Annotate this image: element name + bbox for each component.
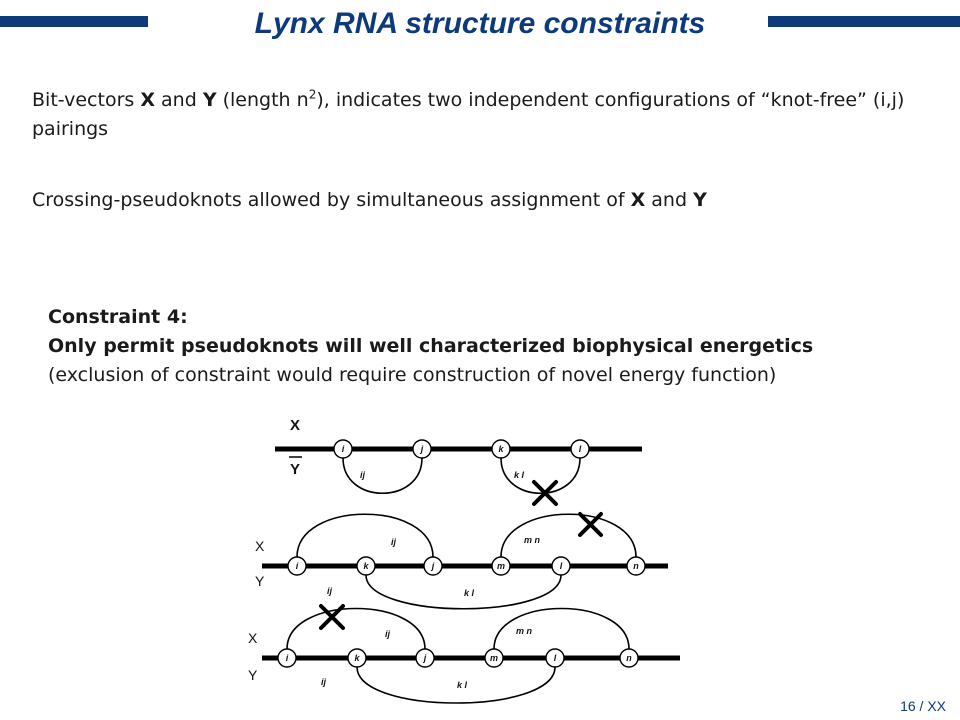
d3-node-label-5: l	[554, 653, 557, 663]
d3-arc-label-y-ij: ij	[321, 677, 327, 687]
d3-y-label: Y	[248, 667, 258, 683]
d3-arc-label-x-mn: m n	[516, 626, 533, 636]
d1-x-label: X	[290, 417, 300, 434]
p1-text-f: ), indicates two independent configurati…	[32, 89, 905, 140]
d3-node-label-1: i	[286, 653, 289, 663]
d2-x-label: X	[255, 538, 265, 554]
d3-arc-label-x-ij: ij	[385, 629, 391, 639]
d3-arc-x-mn	[493, 607, 630, 650]
d3-node-label-2: k	[354, 653, 360, 663]
d2-arc-label-y-ij: ij	[327, 586, 333, 596]
d2-node-3	[423, 556, 443, 576]
p2-text-c: and	[645, 189, 694, 211]
d3-node-4	[484, 648, 504, 668]
d2-node-label-4: m	[497, 561, 505, 571]
d2-node-2	[356, 556, 376, 576]
p1-text-e: (length n	[216, 89, 309, 111]
d1-node-2	[412, 439, 432, 459]
constraint-line2: (exclusion of constraint would require c…	[48, 364, 777, 386]
d2-node-label-2: k	[363, 561, 369, 571]
d3-node-1	[277, 648, 297, 668]
d2-node-label-6: n	[633, 561, 639, 571]
d3-node-label-3: j	[423, 653, 427, 663]
d1-arc-ij	[342, 457, 423, 495]
d1-node-3	[491, 439, 511, 459]
p1-y: Y	[202, 89, 217, 111]
d2-node-label-5: l	[560, 561, 563, 571]
slide-title: Lynx RNA structure constraints	[254, 7, 706, 40]
d1-node-label-4: l	[579, 444, 582, 454]
paragraph-bit-vectors: Bit-vectors X and Y (length n2), indicat…	[32, 86, 932, 144]
d2-node-label-3: j	[431, 561, 435, 571]
d3-node-label-6: n	[626, 653, 632, 663]
p1-text-c: and	[154, 89, 203, 111]
d2-arc-label-x-mn: m n	[524, 535, 541, 545]
d2-arc-x-mn	[500, 513, 637, 558]
paragraph-crossing: Crossing-pseudoknots allowed by simultan…	[32, 186, 932, 215]
d3-node-2	[347, 648, 367, 668]
d1-arc-label-kl: k l	[514, 470, 525, 480]
constraint-block: Constraint 4: Only permit pseudoknots wi…	[48, 303, 928, 390]
d2-y-label: Y	[255, 573, 265, 589]
d1-node-4	[570, 439, 590, 459]
d1-y-label: Y	[290, 461, 300, 478]
p2-text-a: Crossing-pseudoknots allowed by simultan…	[32, 189, 631, 211]
d1-node-label-1: i	[342, 444, 345, 454]
d2-arc-label-y-kl: k l	[464, 588, 475, 598]
d2-arc-label-x-ij: ij	[391, 537, 397, 547]
p2-x: X	[630, 189, 646, 211]
header-rule-right	[768, 16, 960, 27]
d3-arc-x-ij	[286, 607, 426, 650]
d3-arc-label-y-kl: k l	[457, 680, 468, 690]
d2-node-1	[287, 556, 307, 576]
d3-node-5	[545, 648, 565, 668]
constraint-line1: Only permit pseudoknots will well charac…	[48, 335, 814, 357]
constraint-heading: Constraint 4:	[48, 306, 188, 328]
d1-node-1	[333, 439, 353, 459]
p1-text-a: Bit-vectors	[32, 89, 141, 111]
d2-arc-x-ij	[296, 513, 434, 558]
page-number: 16 / XX	[900, 698, 946, 714]
cross-icon	[532, 480, 558, 506]
d3-node-3	[415, 648, 435, 668]
d2-node-5	[551, 556, 571, 576]
d1-arc-label-ij: ij	[360, 470, 366, 480]
p1-x: X	[140, 89, 155, 111]
d2-node-label-1: i	[296, 561, 299, 571]
d2-node-6	[626, 556, 646, 576]
d3-node-label-4: m	[490, 653, 498, 663]
d1-arc-kl	[500, 457, 581, 495]
p1-superscript: 2	[308, 87, 317, 102]
d3-arc-y-kl	[356, 666, 556, 704]
header-rule-left	[0, 16, 148, 27]
d2-node-4	[491, 556, 511, 576]
d1-node-label-2: j	[420, 444, 424, 454]
d1-node-label-3: k	[498, 444, 504, 454]
d3-node-6	[619, 648, 639, 668]
d2-arc-y-kl	[365, 574, 562, 610]
cross-icon	[578, 512, 603, 537]
p2-y: Y	[693, 189, 707, 211]
d3-x-label: X	[248, 630, 258, 646]
cross-icon	[319, 604, 345, 630]
